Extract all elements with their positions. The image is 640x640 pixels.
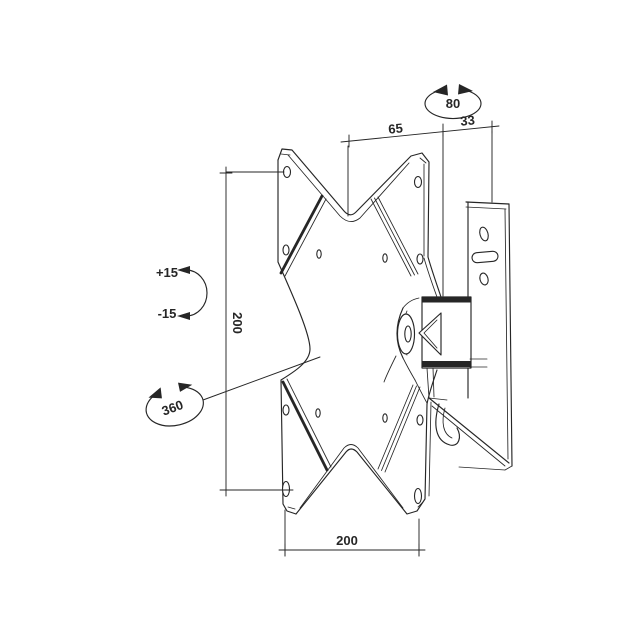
swivel-annotation: 80 [424, 84, 482, 120]
dimension-left: 200 [219, 166, 294, 497]
tilt-label-up: +15 [156, 265, 178, 280]
tilt-label-down: -15 [158, 306, 177, 321]
stamped-ribs [279, 194, 421, 473]
dimension-top: 65 33 [340, 112, 500, 297]
cone-joint [418, 312, 442, 356]
tilt-annotation: +15 -15 [156, 265, 208, 321]
rotation-label-360: 360 [160, 397, 186, 419]
swivel-hub-arm [383, 296, 488, 404]
rotation-annotation: 360 [145, 356, 321, 427]
vesa-mounting-holes [281, 165, 424, 505]
dim-label-33: 33 [460, 112, 476, 128]
bracket-fixing-holes [471, 226, 499, 286]
rotation-ellipse-icon [424, 88, 482, 120]
dim-label-width-200: 200 [336, 533, 358, 548]
curved-double-arrow-icon [185, 269, 208, 317]
rotation-ellipse-icon [145, 386, 204, 427]
vesa-plate [277, 148, 442, 515]
swivel-label-80: 80 [446, 96, 460, 111]
wall-bracket [426, 201, 513, 471]
dim-label-height-200: 200 [230, 312, 245, 334]
dimension-bottom: 200 [278, 509, 426, 557]
dim-label-65: 65 [388, 120, 404, 136]
tilt-hook [435, 403, 460, 446]
